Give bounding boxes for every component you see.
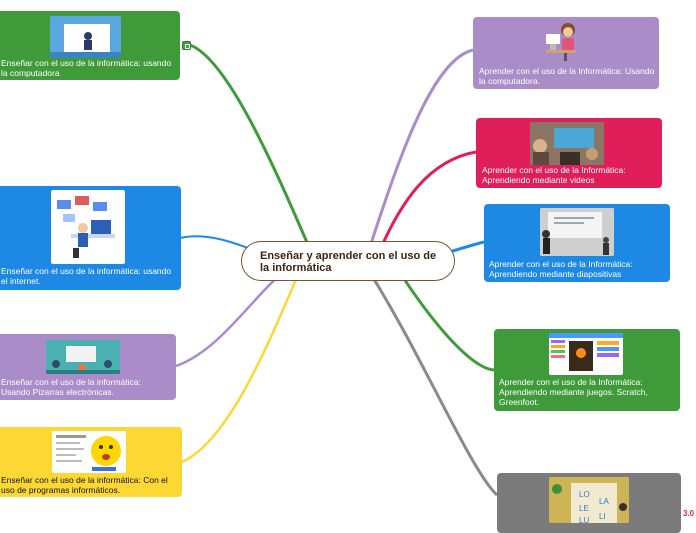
syllable-li: LI [599, 512, 606, 521]
syllable-lo: LO [579, 490, 590, 499]
node-right-videos[interactable]: Aprender con el uso de la Informática: A… [476, 118, 662, 188]
branch-left-3 [175, 269, 286, 368]
presentation-room-image [540, 208, 614, 256]
node-left-computer[interactable]: Enseñar con el uso de la informática: us… [0, 11, 180, 80]
branch-left-4 [181, 269, 302, 464]
node-right-computer[interactable]: Aprender con el uso de la Informática: U… [473, 17, 659, 89]
video-class-image [530, 122, 604, 165]
collapse-toggle-button[interactable] [182, 41, 191, 50]
node-right-slides[interactable]: Aprender con el uso de la Informática: A… [484, 204, 670, 282]
node-right-games[interactable]: Aprender con el uso de la Informática: A… [494, 329, 680, 411]
node-right-syllables[interactable]: LO LA LE LI LU [497, 473, 681, 533]
branch-left-1 [189, 43, 320, 269]
branch-right-5 [363, 264, 499, 497]
central-topic-title: Enseñar y aprender con el uso de la info… [260, 250, 437, 274]
student-computer-image [544, 20, 586, 62]
node-label: Aprender con el uso de la Informática: A… [499, 377, 648, 407]
teacher-whiteboard-image [50, 16, 121, 58]
person-computer-image [51, 190, 125, 264]
central-topic[interactable]: Enseñar y aprender con el uso de la info… [241, 241, 455, 281]
branch-right-1 [363, 48, 474, 263]
zoom-level-indicator[interactable]: 3.0 [683, 509, 695, 518]
syllable-le: LE [579, 504, 589, 513]
branch-right-4 [393, 264, 495, 372]
node-label: Aprender con el uso de la Informática: U… [479, 66, 655, 86]
node-label: Enseñar con el uso de la informática: Co… [1, 475, 168, 495]
classroom-image [46, 340, 120, 374]
node-label: Aprender con el uso de la Informática: A… [489, 259, 633, 279]
node-label: Enseñar con el uso de la informática: us… [1, 58, 172, 78]
node-left-programs[interactable]: Enseñar con el uso de la informática: Co… [0, 427, 182, 497]
node-label: Enseñar con el uso de la informática: us… [1, 266, 172, 286]
node-label: Enseñar con el uso de la informática: Us… [1, 377, 141, 397]
scratch-editor-image [549, 333, 623, 375]
node-label: Aprender con el uso de la Informática: A… [482, 165, 626, 185]
syllable-cards-image: LO LA LE LI LU [549, 477, 629, 523]
syllable-la: LA [599, 497, 609, 506]
node-left-internet[interactable]: Enseñar con el uso de la informática: us… [0, 186, 181, 290]
program-emoji-image [52, 431, 126, 473]
node-left-whiteboards[interactable]: Enseñar con el uso de la informática: Us… [0, 334, 176, 400]
